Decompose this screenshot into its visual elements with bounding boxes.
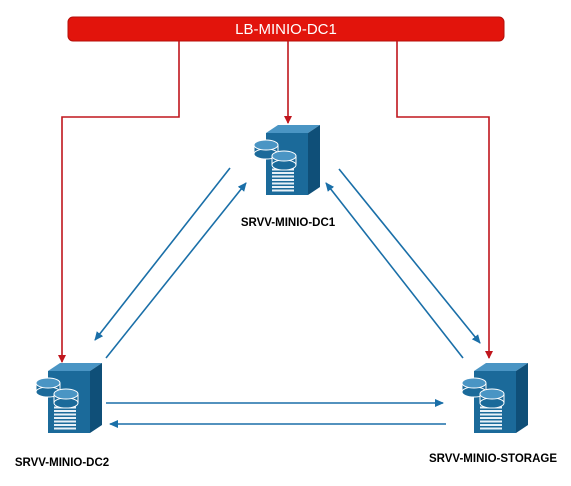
node-label-dc2: SRVV-MINIO-DC2 — [15, 457, 109, 469]
server-tower-with-database-icon — [461, 363, 528, 433]
replication-storage-to-dc1 — [325, 182, 464, 359]
server-node-storage — [461, 363, 528, 433]
server-node-dc1 — [253, 125, 320, 195]
server-node-dc2 — [35, 363, 102, 433]
replication-dc2-to-dc1 — [105, 182, 247, 359]
replication-dc1-to-dc2 — [94, 167, 231, 341]
lb-links — [58, 41, 493, 363]
node-label-storage: SRVV-MINIO-STORAGE — [429, 453, 557, 465]
lb-link-dc2 — [58, 41, 180, 363]
node-label-dc1: SRVV-MINIO-DC1 — [241, 217, 336, 229]
load-balancer-bar — [67, 16, 505, 42]
replication-dc1-to-storage — [338, 168, 481, 344]
server-tower-with-database-icon — [253, 125, 320, 195]
lb-link-storage — [396, 41, 493, 359]
server-tower-with-database-icon — [35, 363, 102, 433]
load-balancer-label: LB-MINIO-DC1 — [235, 21, 337, 38]
load-balancer: LB-MINIO-DC1 — [67, 16, 505, 42]
replication-links — [94, 167, 481, 428]
